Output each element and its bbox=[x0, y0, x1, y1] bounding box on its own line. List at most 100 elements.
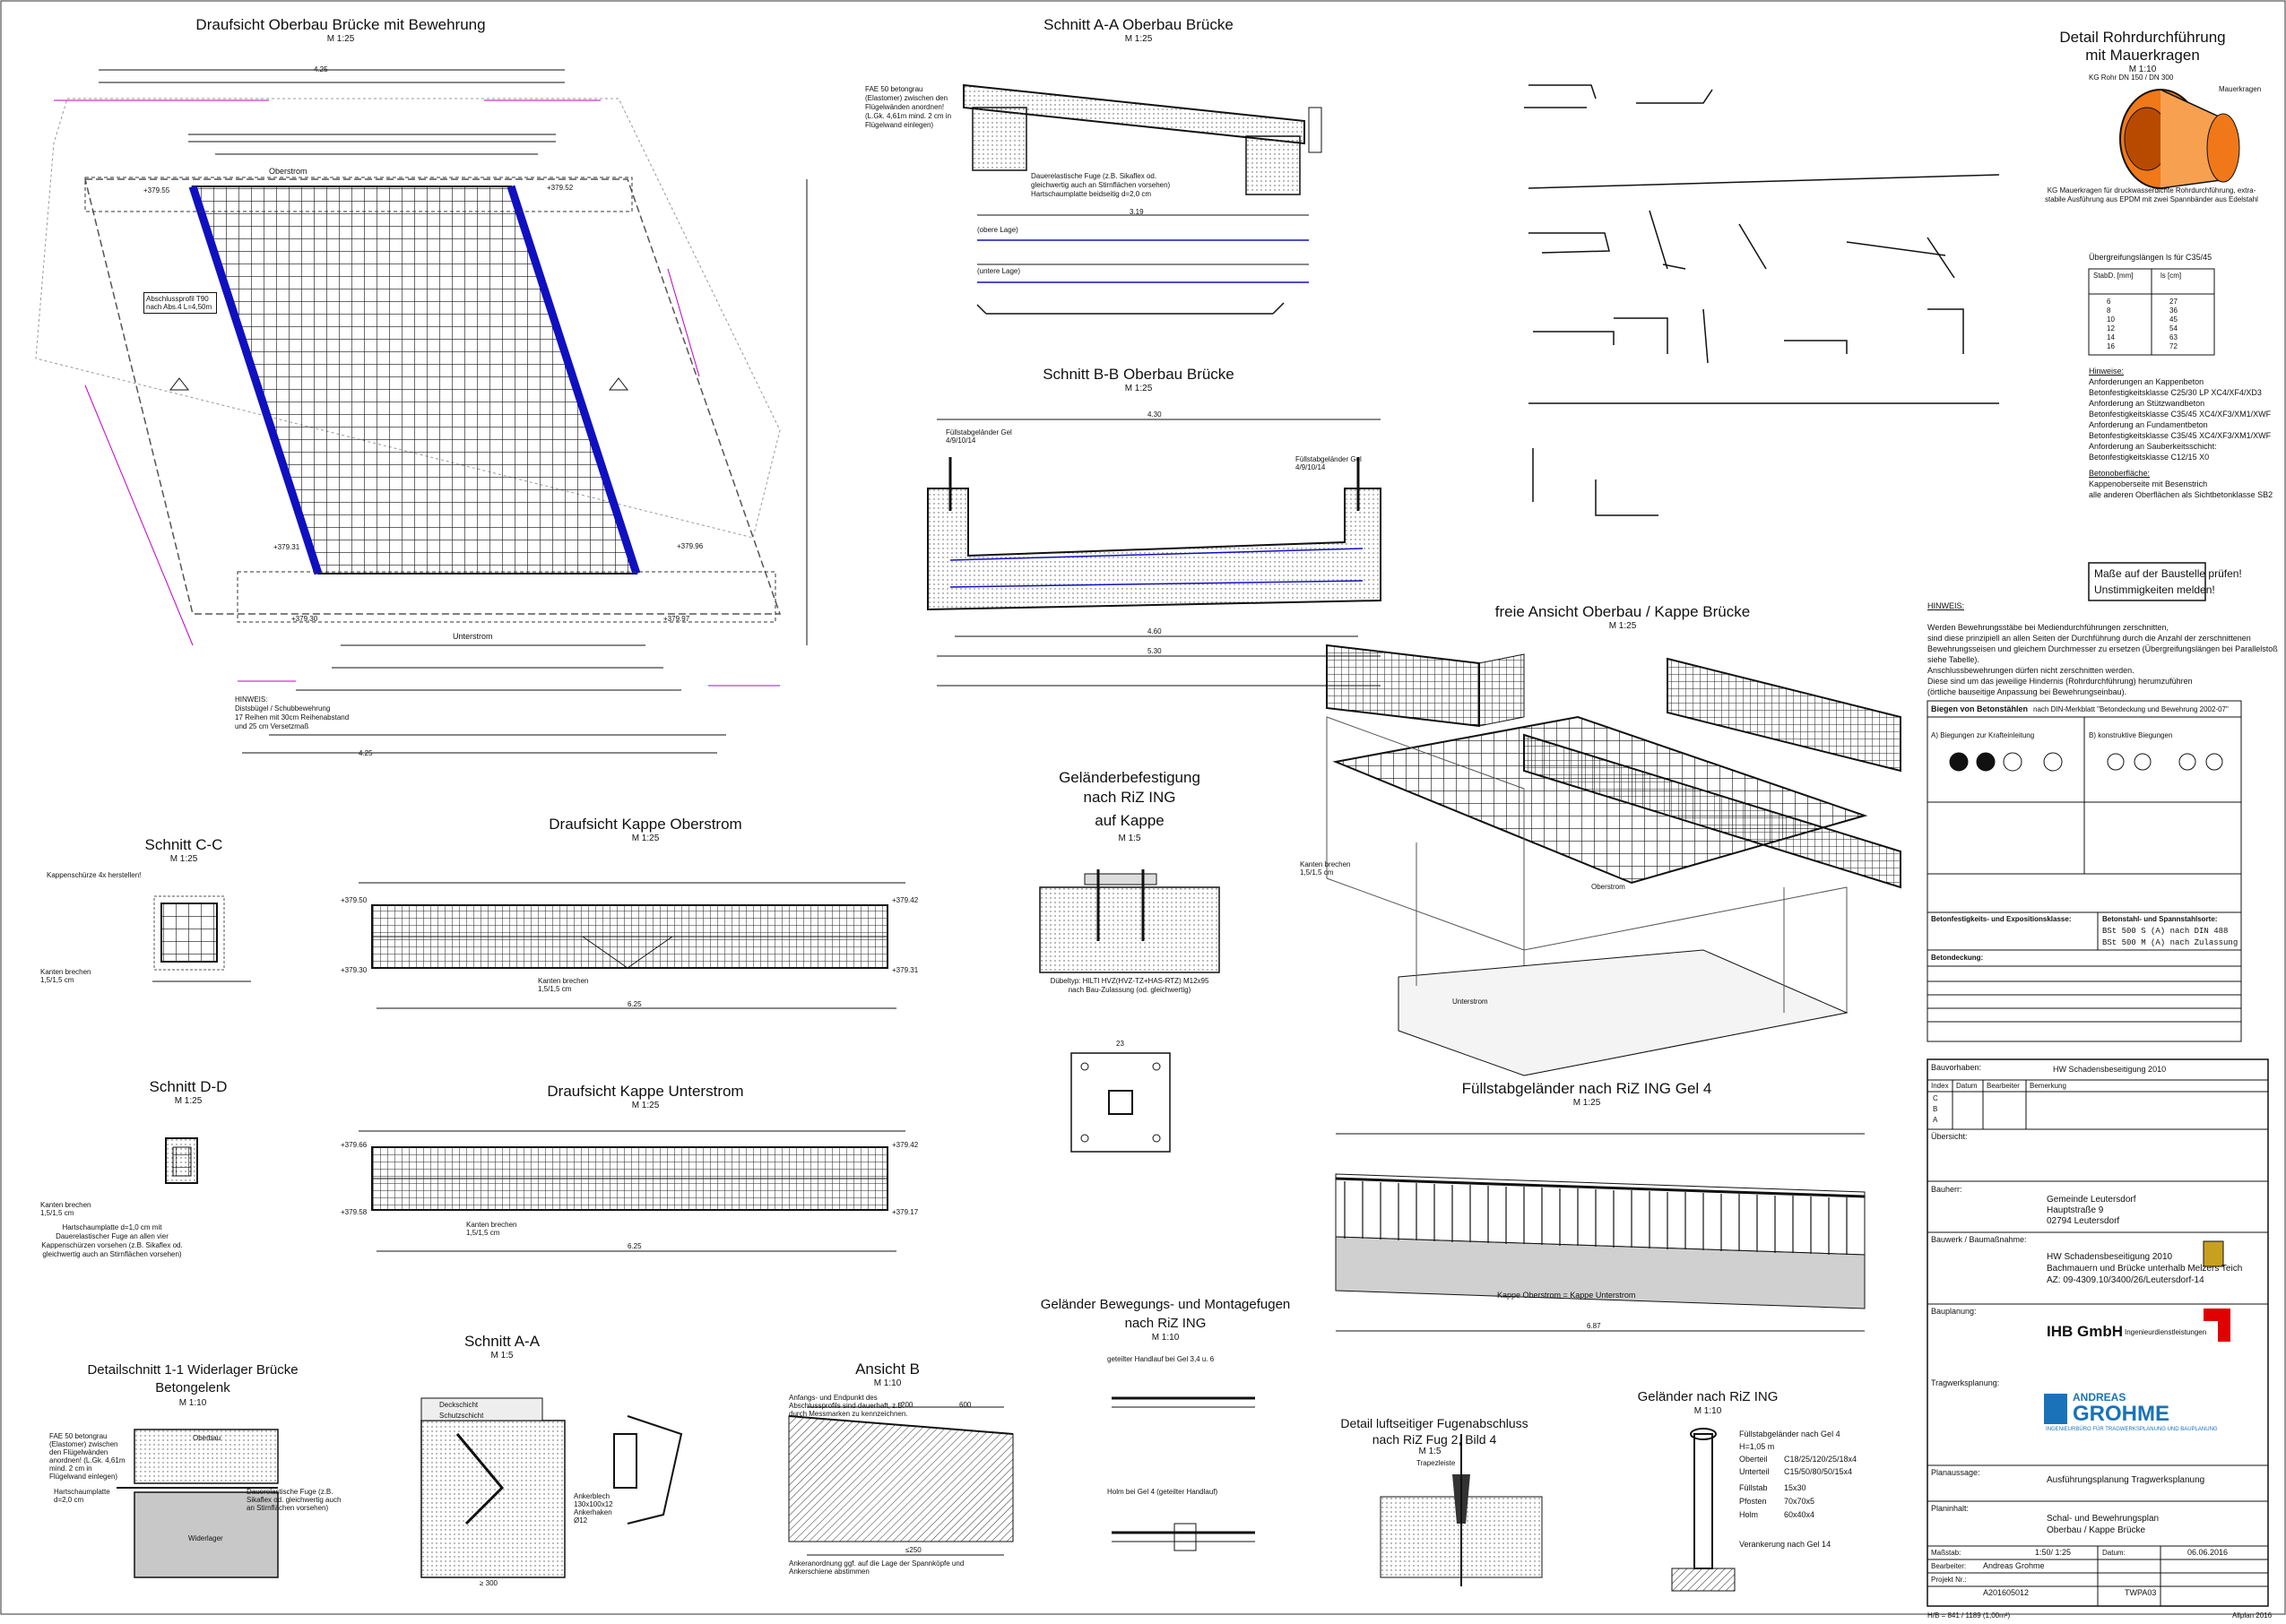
tb-planaussage-label: Planaussage: bbox=[1931, 1468, 1980, 1477]
dimension-label: 6.25 bbox=[628, 1000, 642, 1008]
elevation-label: +379.31 bbox=[273, 543, 300, 551]
surface-title: Betonoberfläche: bbox=[2089, 469, 2151, 478]
section-aa-title: Schnitt A-A Oberbau Brücke bbox=[1043, 16, 1234, 33]
fae-note: FAE 50 betongrau (Elastomer) zwischen de… bbox=[865, 85, 952, 129]
ihb-logo-mark bbox=[2204, 1309, 2230, 1342]
detail-widerlager-label: Widerlager bbox=[188, 1534, 223, 1542]
elevation-label: +379.96 bbox=[677, 542, 704, 550]
deck-layer-label: Deckschicht bbox=[439, 1401, 479, 1409]
tb-uebersicht: Übersicht: bbox=[1931, 1132, 1968, 1141]
dimension-label: 23 bbox=[1116, 1040, 1124, 1048]
iso-view-title: freie Ansicht Oberbau / Kappe Brücke bbox=[1494, 603, 1751, 620]
railing-spec-veranker: Verankerung nach Gel 14 bbox=[1739, 1540, 1831, 1549]
section-aa-detail-scale: M 1:5 bbox=[490, 1351, 514, 1361]
isometric-view-drawing bbox=[1326, 644, 1901, 1076]
overlap-length: 72 bbox=[2169, 342, 2178, 350]
tb-bearb-label: Bearbeiter: bbox=[1931, 1562, 1967, 1570]
fixing-title-1: Geländerbefestigung bbox=[1059, 769, 1200, 786]
cap-downstream-title: Draufsicht Kappe Unterstrom bbox=[547, 1083, 744, 1100]
railing-label-left: Füllstabgeländer Gel 4/9/10/14 bbox=[946, 428, 1012, 445]
section-cc-note: Kappenschürze 4x herstellen! bbox=[47, 871, 142, 879]
dimension-label: 5.30 bbox=[1147, 647, 1162, 655]
concrete-hint-line: Betonfestigkeitsklasse C25/30 LP XC4/XF4… bbox=[2089, 388, 2262, 397]
tb-index-col: Datum bbox=[1956, 1082, 1978, 1090]
tb-plan-nr: TWPA03 bbox=[2125, 1588, 2157, 1597]
tb-index-col: Index bbox=[1931, 1082, 1949, 1090]
pipe-note: KG Mauerkragen für druckwasserdichte Roh… bbox=[2045, 186, 2258, 203]
upper-layer-label: (obere Lage) bbox=[977, 226, 1018, 234]
pipe-hint-line: Bewehrungsseisen und gleichem Durchmesse… bbox=[1927, 644, 2278, 664]
tb-planinhalt-line: Schal- und Bewehrungsplan bbox=[2047, 1514, 2160, 1524]
railing-scale: M 1:25 bbox=[1572, 1098, 1601, 1108]
tb-index-row: B bbox=[1933, 1105, 1938, 1113]
tb-index-row: C bbox=[1933, 1094, 1938, 1102]
surface-line: alle anderen Oberflächen als Sichtbetonk… bbox=[2089, 490, 2273, 499]
protect-layer-label: Schutzschicht bbox=[439, 1412, 484, 1420]
dimension-label: 4.25 bbox=[314, 65, 328, 73]
dimension-label: ≥ 300 bbox=[480, 1579, 498, 1587]
pipe-hint-line: (örtliche bauseitige Anpassung bei Beweh… bbox=[1927, 687, 2127, 696]
joint-sub-1: geteilter Handlauf bei Gel 3,4 u. 6 bbox=[1107, 1355, 1215, 1363]
section-cc-kanten: Kanten brechen 1,5/1,5 cm bbox=[40, 968, 91, 984]
pipe-hint-title: HINWEIS: bbox=[1927, 601, 1965, 610]
railing-spec-holm-value: 60x40x4 bbox=[1784, 1510, 1815, 1519]
railing-spec-oberteil: Oberteil bbox=[1739, 1455, 1768, 1464]
railing-spec-holm: Holm bbox=[1739, 1510, 1759, 1519]
bending-a: A) Biegungen zur Krafteinleitung bbox=[1931, 731, 2035, 739]
pipe-label: KG Rohr DN 150 / DN 300 bbox=[2089, 73, 2174, 82]
railing-label-right: Füllstabgeländer Gel 4/9/10/14 bbox=[1295, 455, 1362, 471]
section-dd-scale: M 1:25 bbox=[174, 1096, 203, 1106]
pipe-hint-line: Werden Bewehrungsstäbe bei Mediendurchfü… bbox=[1927, 623, 2169, 632]
iso-kanten: Kanten brechen 1,5/1,5 cm bbox=[1300, 860, 1351, 877]
joint-note: Dauerelastische Fuge (z.B. Sikaflex od. … bbox=[1031, 172, 1171, 198]
bending-title: Biegen von Betonstählen bbox=[1931, 704, 2029, 713]
tb-footer-left: H/B = 841 / 1189 (1,00m²) bbox=[1927, 1611, 2011, 1620]
iso-view-scale: M 1:25 bbox=[1608, 621, 1637, 631]
view-b-drawing bbox=[788, 1406, 1014, 1556]
titleblock-frame bbox=[1927, 1058, 2269, 1607]
railing-fixing-drawing bbox=[1039, 869, 1220, 1153]
tb-datum: 06.06.2016 bbox=[2187, 1548, 2229, 1557]
section-bb-scale: M 1:25 bbox=[1124, 384, 1153, 393]
railing-section-drawing bbox=[1671, 1428, 1736, 1592]
tb-planaussage: Ausführungsplanung Tragwerksplanung bbox=[2047, 1475, 2205, 1485]
view-b-title: Ansicht B bbox=[855, 1361, 920, 1378]
section-dd-title: Schnitt D-D bbox=[149, 1078, 228, 1095]
dimension-label: 4.30 bbox=[1147, 410, 1162, 419]
pipe-detail-drawing bbox=[2119, 89, 2240, 189]
fixing-title-2: nach RiZ ING bbox=[1083, 789, 1176, 806]
detail-hart-note: Hartschaumplatte d=2,0 cm bbox=[54, 1488, 110, 1504]
elevation-label: +379.42 bbox=[892, 1141, 919, 1149]
section-dd-kanten: Kanten brechen 1,5/1,5 cm bbox=[40, 1201, 91, 1217]
tb-datum-label: Datum: bbox=[2102, 1549, 2126, 1557]
steel-grade-2: BSt 500 M (A) nach Zulassung bbox=[2102, 938, 2238, 947]
view-b-note-1: Anfangs- und Endpunkt des Abschlussprofi… bbox=[789, 1394, 908, 1418]
fixing-title-3: auf Kappe bbox=[1095, 812, 1165, 829]
tb-bauwerk-line: AZ: 09-4309.10/3400/26/Leutersdorf-14 bbox=[2047, 1275, 2204, 1285]
detail-fae-note: FAE 50 betongrau (Elastomer) zwischen de… bbox=[49, 1432, 126, 1481]
detail-fuge-note: Dauerelastische Fuge (z.B. Sikaflex od. … bbox=[247, 1488, 342, 1512]
railing-title: Füllstabgeländer nach RiZ ING Gel 4 bbox=[1461, 1080, 1712, 1097]
pipe-hint-line: sind diese prinzipiell an allen Seiten d… bbox=[1927, 634, 2251, 643]
pipe-hint-list: Werden Bewehrungsstäbe bei Mediendurchfü… bbox=[1927, 622, 2286, 697]
joint-detail-drawing bbox=[1380, 1434, 1543, 1586]
tb-bauplanung-label: Bauplanung: bbox=[1931, 1307, 1977, 1316]
joint-detail-sub: Trapezleiste bbox=[1416, 1459, 1456, 1467]
warn-box-border bbox=[2088, 562, 2206, 601]
iso-oberstrom: Oberstrom bbox=[1591, 883, 1625, 891]
tb-trag-label: Tragwerksplanung: bbox=[1931, 1378, 2000, 1387]
joint-sub-2: Holm bei Gel 4 (geteilter Handlauf) bbox=[1107, 1488, 1218, 1496]
concrete-hints-title: Hinweise: bbox=[2089, 367, 2125, 376]
railing-spec-fuellstab: Füllstab bbox=[1739, 1483, 1768, 1492]
plan-unterstrom-label: Unterstrom bbox=[453, 632, 493, 641]
tb-logo-sub: INGENIEURBÜRO FÜR TRAGWERKSPLANUNG UND B… bbox=[2046, 1427, 2218, 1432]
dimension-label: 200 bbox=[901, 1401, 914, 1409]
iso-unterstrom: Unterstrom bbox=[1452, 998, 1488, 1006]
municipal-crest bbox=[2203, 1240, 2224, 1267]
